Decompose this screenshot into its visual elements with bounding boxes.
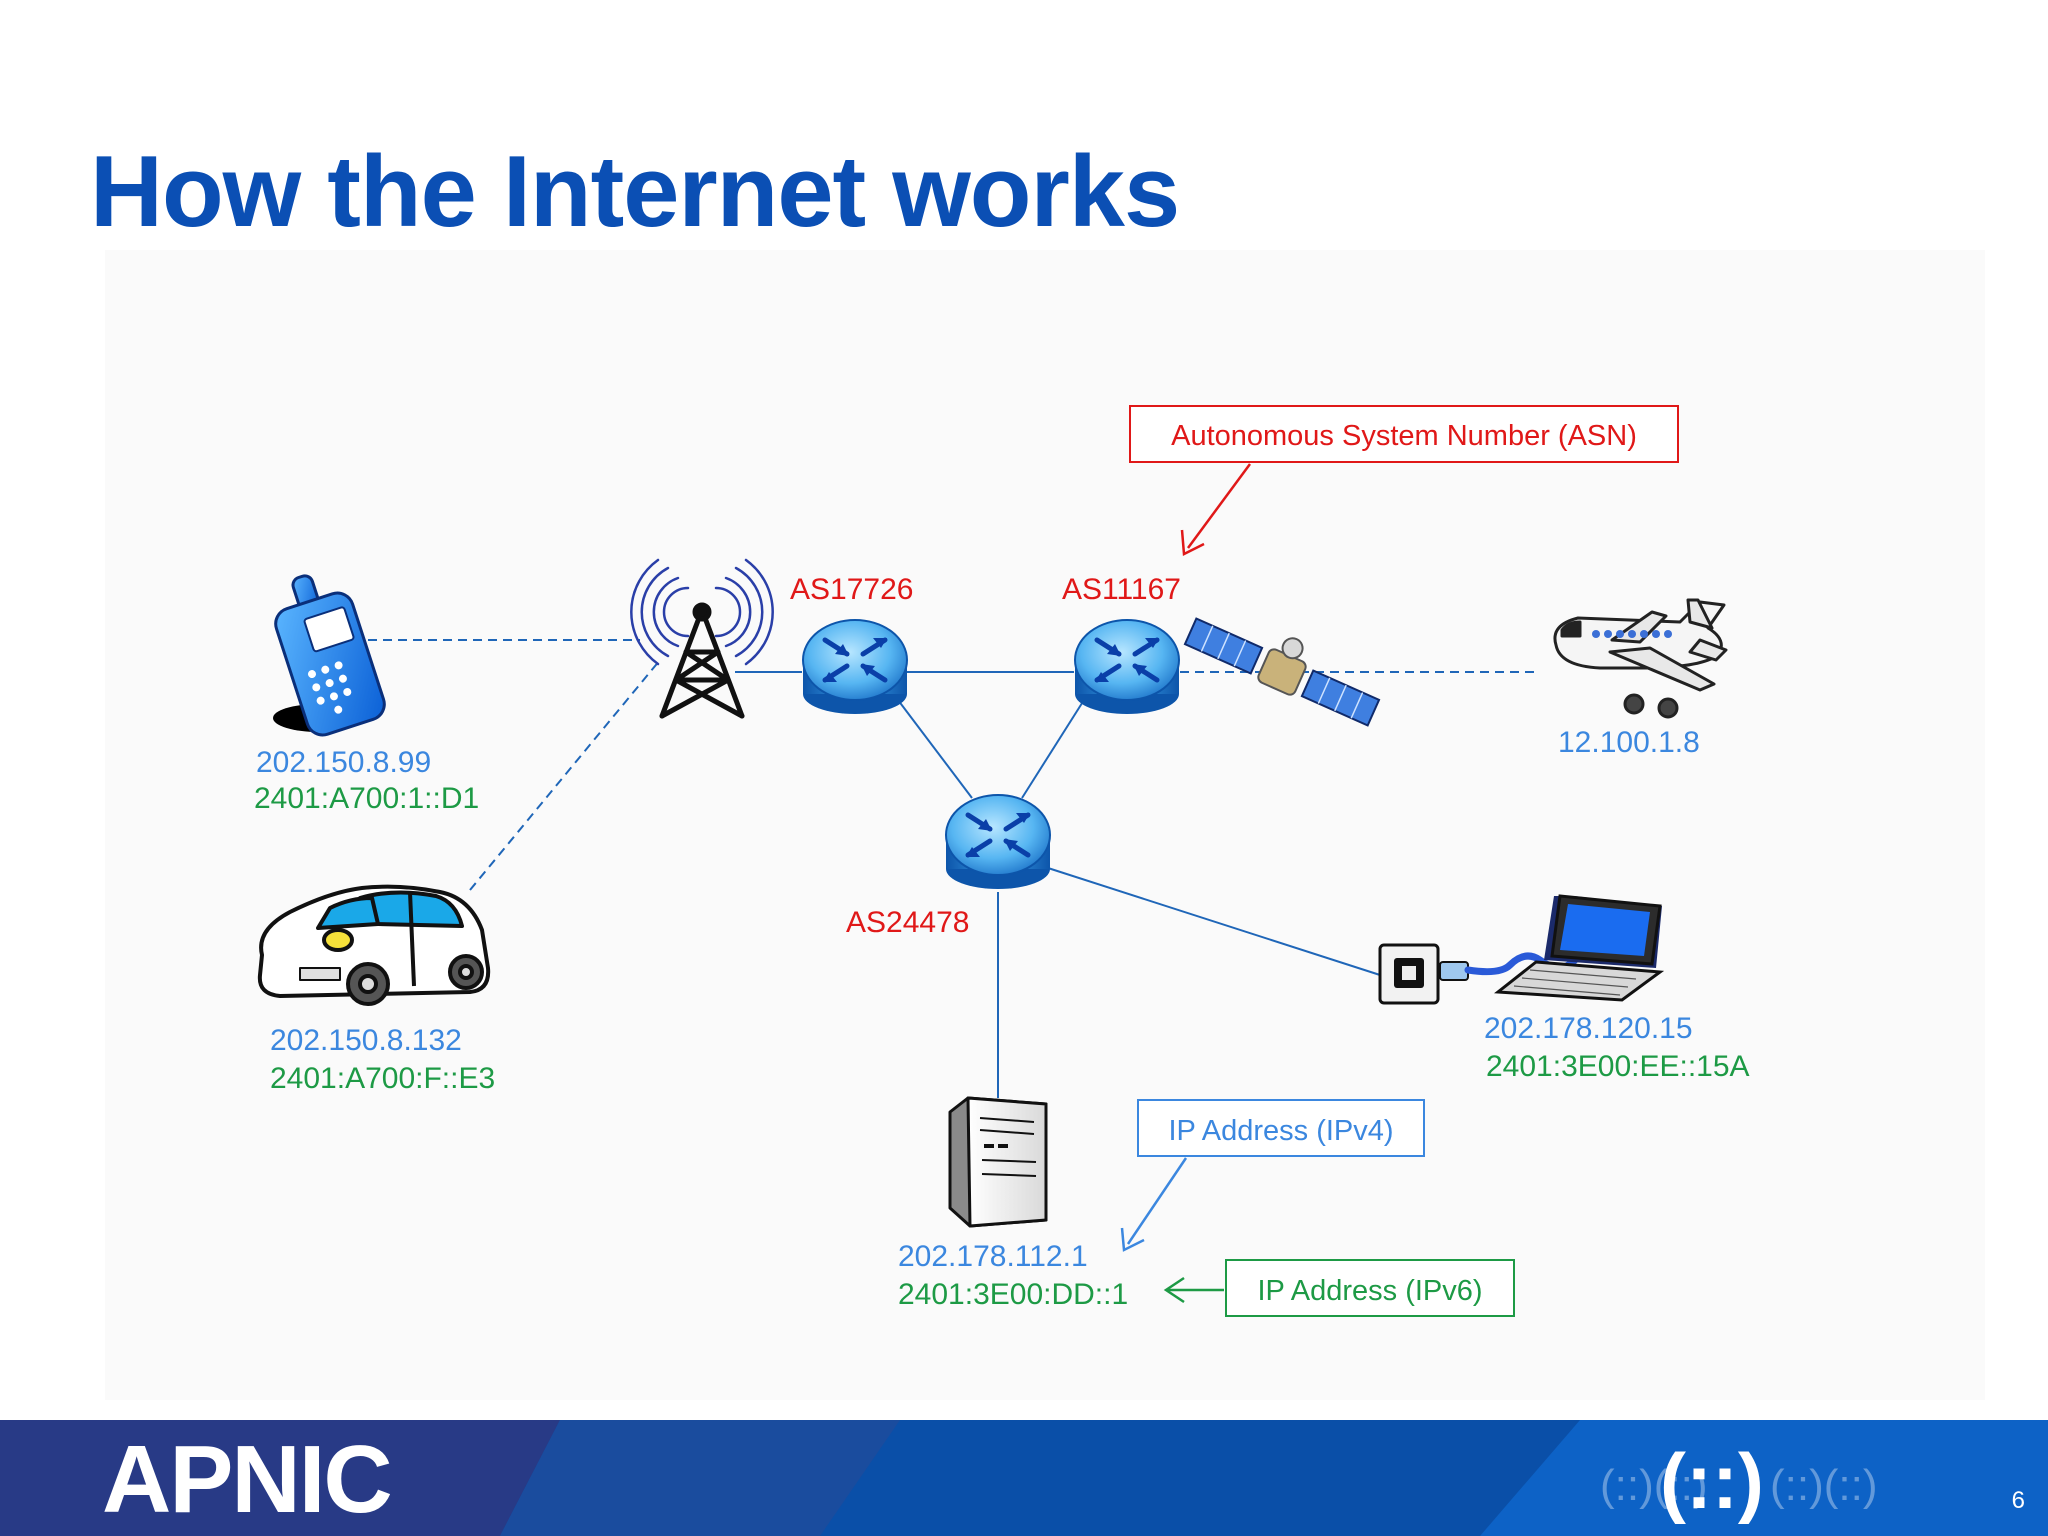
phone-ipv4-label: 202.150.8.99 <box>256 746 431 779</box>
server-ipv6-label: 2401:3E00:DD::1 <box>898 1278 1128 1311</box>
link-as11167-as24478 <box>1021 699 1085 799</box>
router-as17726-icon <box>803 620 907 714</box>
svg-text:(::): (::) <box>1660 1437 1764 1525</box>
router-as24478-icon <box>946 795 1050 889</box>
car-ipv6-label: 2401:A700:F::E3 <box>270 1062 495 1095</box>
tower-icon <box>630 558 774 719</box>
svg-text:(::)(::): (::)(::) <box>1600 1461 1708 1510</box>
car-icon <box>257 884 491 1006</box>
car-ipv4-label: 202.150.8.132 <box>270 1024 462 1057</box>
phone-icon <box>273 574 386 737</box>
footer-band: APNIC (::)(::) (::) (::)(::) 6 <box>0 1420 2048 1536</box>
network-diagram: Autonomous System Number (ASN) IP Addres… <box>254 405 1750 1317</box>
apnic-logo: APNIC <box>102 1426 391 1533</box>
phone-ipv6-label: 2401:A700:1::D1 <box>254 782 479 815</box>
laptop-icon <box>1494 894 1665 1002</box>
airplane-icon <box>1553 598 1728 719</box>
laptop-ipv4-label: 202.178.120.15 <box>1484 1012 1693 1045</box>
server-icon <box>948 1096 1048 1228</box>
ipv4-callout: IP Address (IPv4) <box>1120 1099 1425 1252</box>
link-as24478-laptop <box>1047 867 1381 976</box>
svg-text:(::)(::): (::)(::) <box>1770 1461 1878 1510</box>
as11167-label: AS11167 <box>1062 573 1181 606</box>
server-ipv4-label: 202.178.112.1 <box>898 1240 1088 1273</box>
plane-ipv4-label: 12.100.1.8 <box>1558 726 1700 759</box>
apnic-glyph-logo-icon: (::)(::) (::) (::)(::) <box>1600 1437 1878 1525</box>
slide-title: How the Internet works <box>90 136 1180 248</box>
network-links <box>368 639 1540 1098</box>
router-as11167-icon <box>1075 620 1179 714</box>
page-number: 6 <box>2012 1487 2025 1514</box>
asn-callout-text: Autonomous System Number (ASN) <box>1171 420 1637 452</box>
ipv4-callout-text: IP Address (IPv4) <box>1168 1115 1393 1147</box>
wireless-link-car <box>469 659 661 891</box>
laptop-ipv6-label: 2401:3E00:EE::15A <box>1486 1050 1750 1083</box>
asn-callout: Autonomous System Number (ASN) <box>1129 405 1679 556</box>
ipv6-callout: IP Address (IPv6) <box>1163 1259 1515 1317</box>
as24478-label: AS24478 <box>846 906 969 939</box>
link-as17726-as24478 <box>897 699 973 799</box>
as17726-label: AS17726 <box>790 573 913 606</box>
satellite-icon <box>1183 617 1381 727</box>
ipv6-callout-text: IP Address (IPv6) <box>1257 1275 1482 1307</box>
